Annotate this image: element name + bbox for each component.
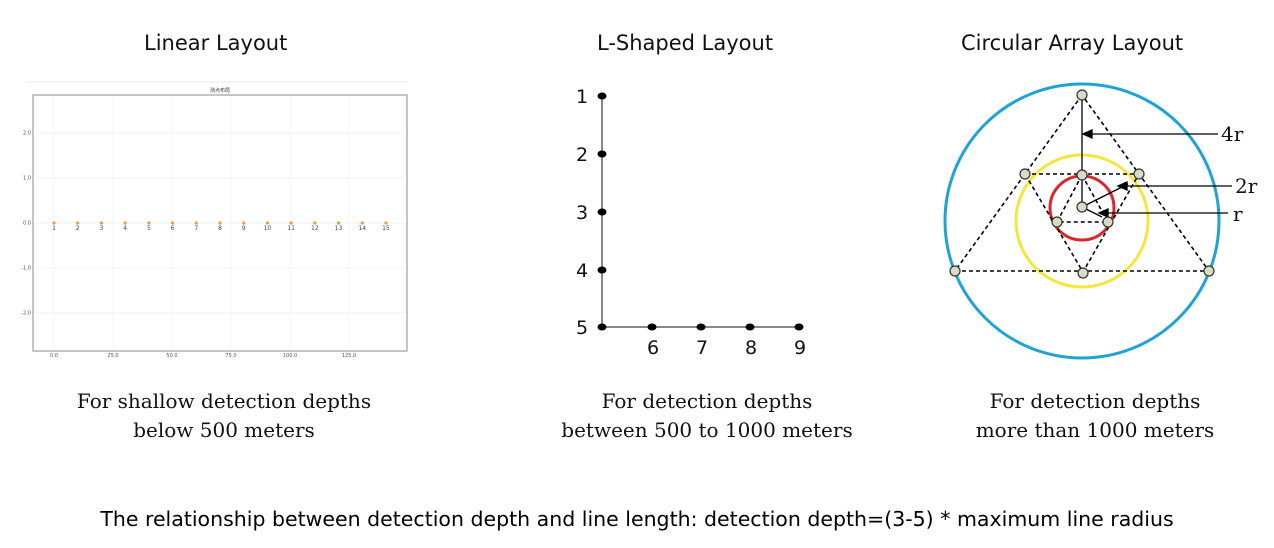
- circular-array-caption: For detection depths more than 1000 mete…: [960, 387, 1230, 445]
- l-node: [597, 323, 607, 331]
- point-label: 10: [264, 225, 272, 232]
- l-shaped-layout-title: L-Shaped Layout: [597, 31, 774, 55]
- l-node-label: 6: [647, 337, 659, 359]
- measure-point: [170, 221, 175, 225]
- l-node: [597, 92, 607, 100]
- y-tick-label: 2.0: [23, 131, 31, 137]
- y-tick-label: 1.0: [23, 176, 31, 182]
- x-tick-label: 50.0: [166, 353, 177, 359]
- array-node: [949, 265, 961, 277]
- array-node: [1019, 168, 1031, 180]
- inner-triangle: [1055, 173, 1110, 223]
- outer-circle: [943, 82, 1221, 360]
- measure-point: [194, 221, 198, 225]
- caption-line-1: For shallow detection depths: [76, 389, 372, 413]
- circular-array-layout-title: Circular Array Layout: [961, 31, 1184, 55]
- y-tick-label: 0.0: [23, 221, 31, 227]
- y-tick-label: -1.0: [21, 266, 31, 272]
- measure-point: [123, 221, 127, 225]
- array-node: [1076, 201, 1088, 213]
- plot-title: 测点布局: [210, 87, 230, 94]
- l-node: [647, 323, 657, 331]
- footer-relationship-text: The relationship between detection depth…: [100, 507, 1174, 531]
- label-4r: 4r: [1221, 122, 1244, 146]
- l-node-label: 1: [576, 86, 588, 108]
- measure-point: [360, 221, 364, 225]
- measure-point: [218, 221, 222, 225]
- l-node-label: 7: [696, 337, 708, 359]
- l-node: [794, 323, 804, 331]
- l-node: [696, 323, 706, 331]
- array-node: [1051, 216, 1063, 228]
- l-node: [597, 208, 607, 216]
- measure-point: [265, 221, 270, 225]
- measure-point: [336, 221, 341, 225]
- l-node-label: 3: [576, 202, 588, 224]
- x-tick-label: 25.0: [107, 353, 118, 359]
- arrow-4r-head: [1081, 128, 1093, 140]
- measure-point: [76, 221, 80, 225]
- l-shaped-layout-caption: For detection depths between 500 to 1000…: [561, 387, 853, 445]
- l-node-label: 9: [794, 337, 806, 359]
- l-node-label: 8: [745, 337, 757, 359]
- label-r: r: [1233, 202, 1243, 226]
- point-label: 13: [335, 225, 343, 232]
- array-node: [1203, 265, 1215, 277]
- caption-line-1: For detection depths: [601, 389, 813, 413]
- array-node: [1102, 216, 1114, 228]
- measure-point: [289, 221, 293, 225]
- point-label: 2: [76, 225, 80, 232]
- point-label: 11: [287, 225, 295, 232]
- l-node-label: 2: [576, 144, 588, 166]
- caption-line-2: between 500 to 1000 meters: [561, 418, 853, 442]
- caption-line-1: For detection depths: [989, 389, 1201, 413]
- measure-point: [384, 221, 388, 225]
- arrow-2r-head: [1116, 180, 1128, 192]
- l-node-label: 5: [576, 317, 588, 339]
- measure-point: [313, 221, 317, 225]
- x-tick-label: 0.0: [50, 353, 58, 359]
- l-node-label: 4: [576, 260, 588, 282]
- point-label: 9: [242, 225, 246, 232]
- array-node: [1077, 267, 1089, 279]
- point-label: 5: [147, 225, 151, 232]
- point-label: 6: [171, 225, 175, 232]
- l-node: [597, 266, 607, 274]
- array-node: [1076, 169, 1088, 181]
- point-label: 1: [52, 225, 56, 232]
- point-label: 8: [218, 225, 222, 232]
- measure-point: [99, 221, 104, 225]
- linear-layout-title: Linear Layout: [144, 31, 288, 55]
- x-tick-label: 125.0: [342, 353, 356, 359]
- y-tick-label: -2.0: [21, 311, 31, 317]
- point-label: 7: [194, 225, 198, 232]
- array-node: [1076, 89, 1088, 101]
- arrow-r-head: [1097, 207, 1109, 219]
- point-label: 15: [382, 225, 390, 232]
- measure-point: [52, 221, 56, 225]
- point-label: 12: [311, 225, 319, 232]
- x-tick-label: 100.0: [283, 353, 297, 359]
- point-label: 14: [358, 225, 366, 232]
- l-node: [597, 150, 607, 158]
- label-2r: 2r: [1235, 174, 1258, 198]
- x-tick-label: 75.0: [225, 353, 236, 359]
- radius-2r-line: [1081, 183, 1129, 208]
- l-node: [745, 323, 755, 331]
- caption-line-2: more than 1000 meters: [975, 418, 1215, 442]
- point-label: 4: [123, 225, 127, 232]
- measure-point: [147, 221, 151, 225]
- linear-layout-caption: For shallow detection depths below 500 m…: [74, 387, 374, 445]
- array-node: [1133, 168, 1145, 180]
- point-label: 3: [100, 225, 104, 232]
- caption-line-2: below 500 meters: [133, 418, 315, 442]
- measure-point: [242, 221, 246, 225]
